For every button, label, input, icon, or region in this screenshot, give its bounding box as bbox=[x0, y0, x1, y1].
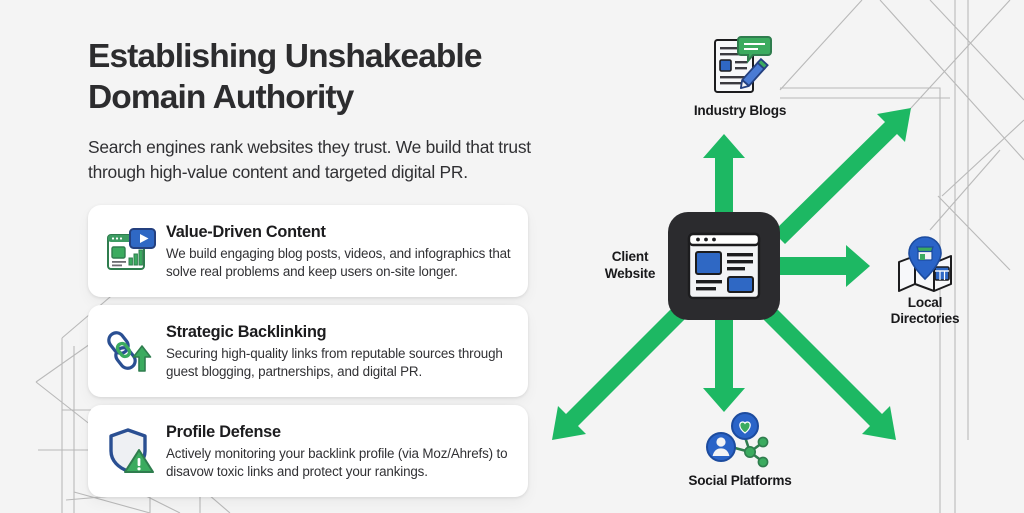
hub-label: Client Website bbox=[604, 249, 656, 281]
social-network-heart-icon bbox=[706, 412, 769, 468]
map-pin-storefront-icon bbox=[898, 236, 952, 292]
browser-window-icon bbox=[687, 232, 761, 300]
feature-list: Value-Driven Content We build engaging b… bbox=[88, 205, 540, 497]
arrow-right bbox=[778, 245, 870, 287]
arrow-down-left bbox=[552, 305, 687, 440]
node-industry-blogs[interactable]: Industry Blogs bbox=[680, 34, 800, 119]
feature-card-body: Value-Driven Content We build engaging b… bbox=[160, 221, 511, 281]
feature-card-profile-defense[interactable]: Profile Defense Actively monitoring your… bbox=[88, 405, 528, 497]
hub-client-website[interactable] bbox=[668, 212, 780, 320]
feature-card-strategic-backlinking[interactable]: Strategic Backlinking Securing high-qual… bbox=[88, 305, 528, 397]
arrow-down bbox=[703, 316, 745, 412]
document-pencil-comment-icon bbox=[714, 36, 772, 93]
page-title: Establishing Unshakeable Domain Authorit… bbox=[88, 38, 482, 116]
arrow-up bbox=[703, 134, 745, 218]
node-label: Social Platforms bbox=[688, 473, 792, 488]
intro-paragraph: Search engines rank websites they trust.… bbox=[88, 137, 531, 182]
hub-and-spoke-diagram: Client Website Indu bbox=[540, 0, 1024, 513]
feature-card-body: Strategic Backlinking Securing high-qual… bbox=[160, 321, 511, 381]
feature-card-value-driven-content[interactable]: Value-Driven Content We build engaging b… bbox=[88, 205, 528, 297]
chain-link-growth-icon bbox=[102, 323, 160, 379]
feature-card-title: Value-Driven Content bbox=[166, 223, 326, 241]
feature-card-title: Strategic Backlinking bbox=[166, 323, 327, 341]
feature-card-title: Profile Defense bbox=[166, 423, 281, 441]
feature-card-body: Profile Defense Actively monitoring your… bbox=[160, 421, 511, 481]
shield-alert-icon bbox=[102, 423, 160, 479]
node-label: Local Directories bbox=[890, 295, 960, 326]
content-column: Establishing Unshakeable Domain Authorit… bbox=[88, 36, 540, 497]
feature-card-description: Securing high-quality links from reputab… bbox=[166, 346, 503, 379]
node-local-directories[interactable]: Local Directories bbox=[870, 236, 980, 327]
node-label: Industry Blogs bbox=[693, 103, 787, 118]
feature-card-description: We build engaging blog posts, videos, an… bbox=[166, 246, 511, 279]
node-social-platforms[interactable]: Social Platforms bbox=[680, 412, 800, 489]
feature-card-description: Actively monitoring your backlink profil… bbox=[166, 446, 508, 479]
content-video-icon bbox=[102, 223, 160, 279]
arrow-up-right bbox=[773, 108, 911, 244]
